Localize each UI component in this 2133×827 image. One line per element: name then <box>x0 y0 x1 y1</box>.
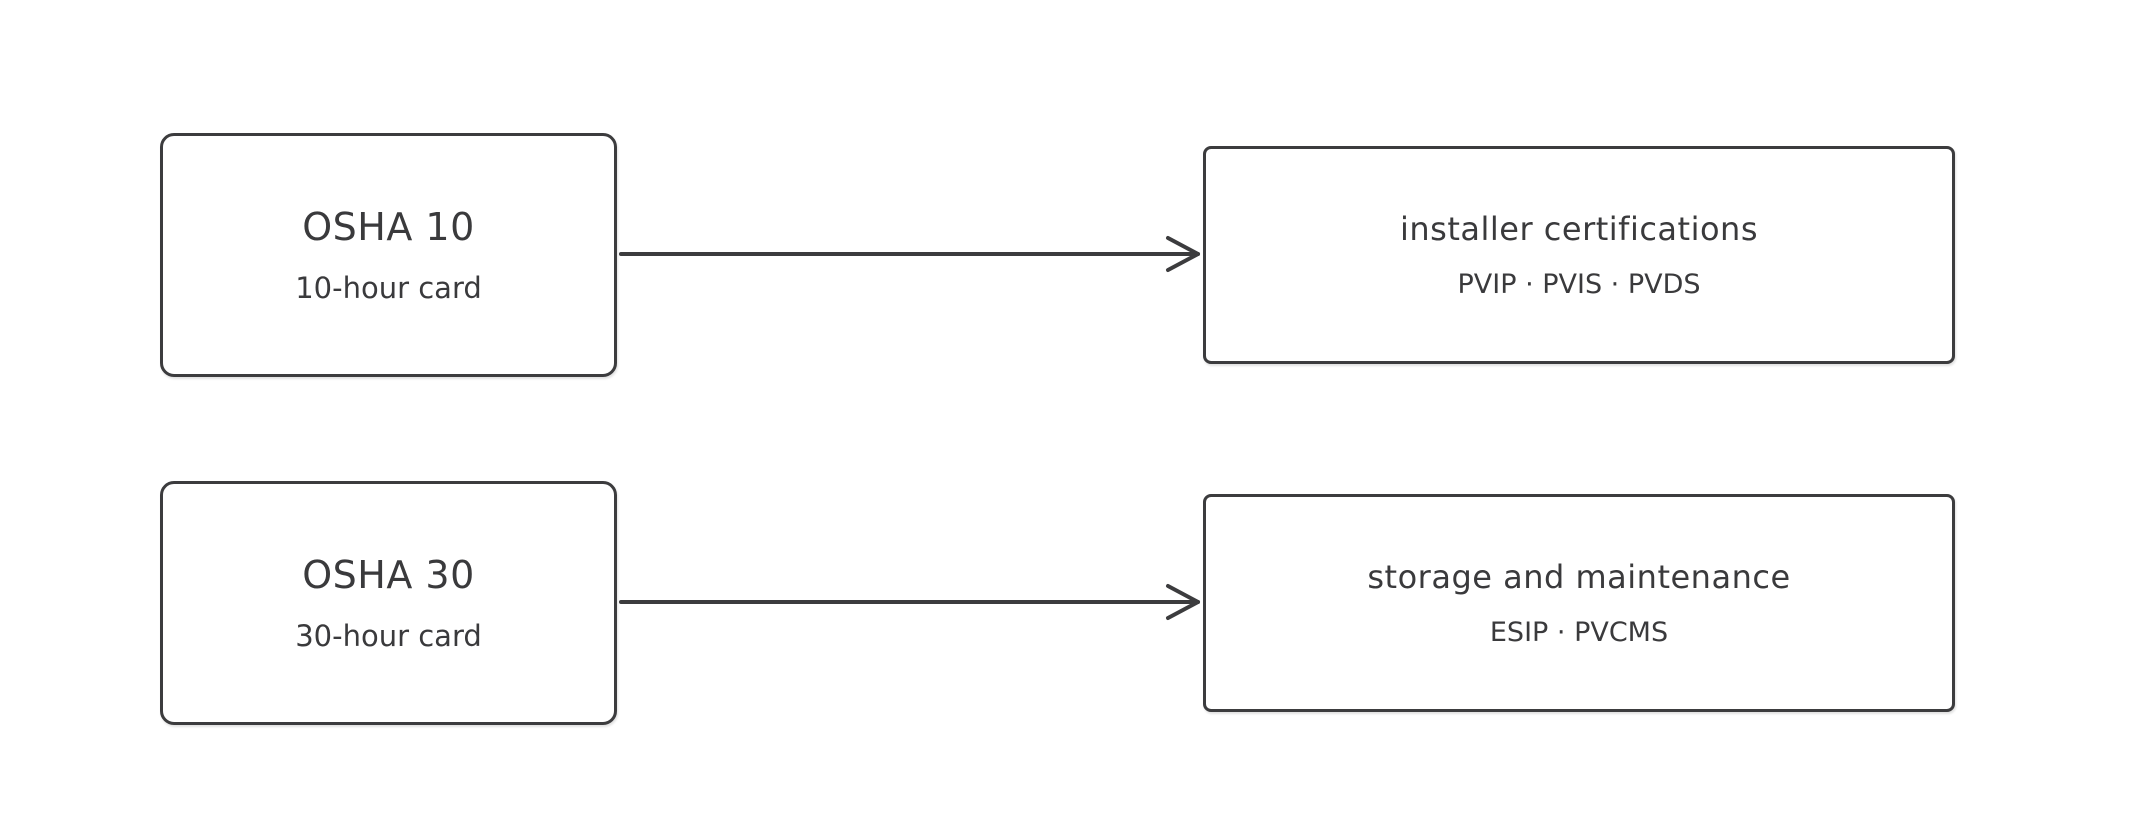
edge-osha10-to-installer <box>619 236 1200 272</box>
node-storage-and-maintenance[interactable]: storage and maintenance ESIP · PVCMS <box>1203 494 1955 712</box>
node-title: installer certifications <box>1400 209 1758 248</box>
node-subtitle: 30-hour card <box>295 618 482 653</box>
node-title: OSHA 30 <box>302 552 475 597</box>
arrowhead-icon <box>1166 236 1200 272</box>
node-subtitle: ESIP · PVCMS <box>1489 616 1669 648</box>
node-title: storage and maintenance <box>1367 557 1791 596</box>
edge-osha30-to-storage <box>619 584 1200 620</box>
node-subtitle: 10-hour card <box>295 270 482 305</box>
node-title: OSHA 10 <box>302 204 475 249</box>
node-osha-10[interactable]: OSHA 10 10-hour card <box>160 133 617 377</box>
arrowhead-icon <box>1166 584 1200 620</box>
node-installer-certifications[interactable]: installer certifications PVIP · PVIS · P… <box>1203 146 1955 364</box>
node-osha-30[interactable]: OSHA 30 30-hour card <box>160 481 617 725</box>
node-subtitle: PVIP · PVIS · PVDS <box>1457 268 1701 300</box>
